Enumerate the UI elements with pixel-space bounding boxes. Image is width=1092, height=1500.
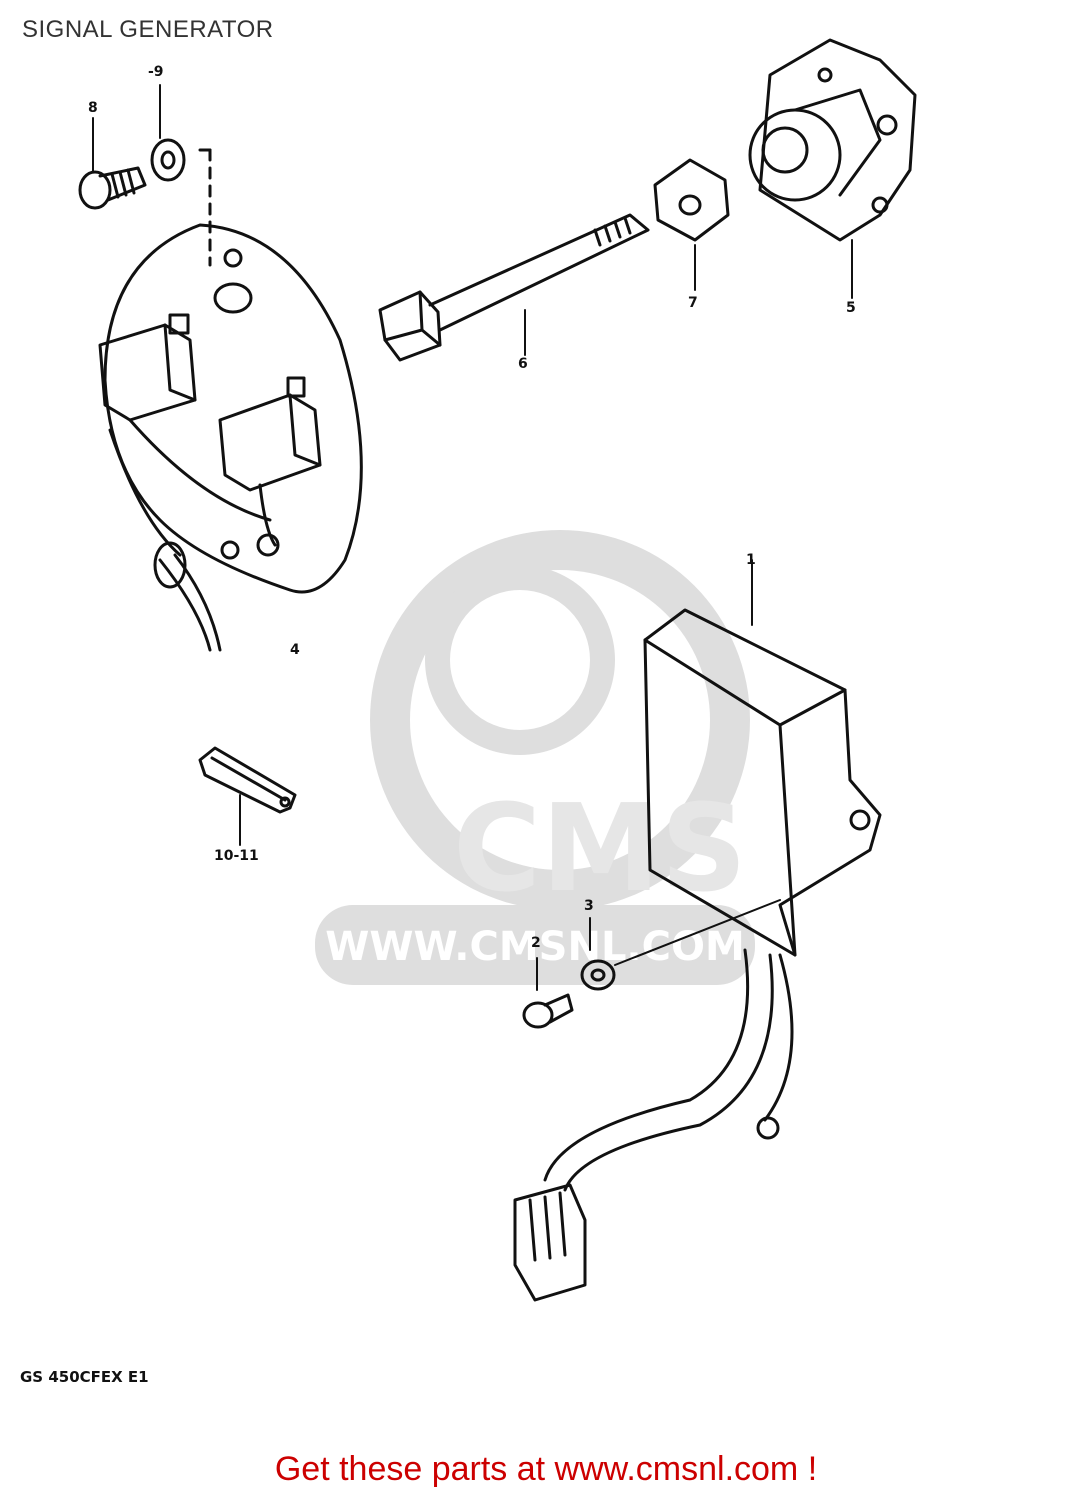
part-label-5: 5 xyxy=(846,300,856,316)
governor-assembly-5-drawing xyxy=(748,38,917,299)
part-label-7: 7 xyxy=(688,295,698,311)
clamp-10-11-drawing xyxy=(198,746,297,846)
nut-7-drawing xyxy=(653,158,730,291)
bolt-6-drawing xyxy=(378,213,650,362)
part-label-1: 1 xyxy=(746,552,756,568)
pickup-plate-drawing xyxy=(98,148,363,652)
part-label-3: 3 xyxy=(584,898,594,914)
part-label-2: 2 xyxy=(531,935,541,951)
screw-2-drawing xyxy=(522,957,574,1029)
signal-generator-unit-1-drawing xyxy=(513,559,882,1302)
watermark-brand-text: CMS xyxy=(453,780,747,919)
part-label-4: 4 xyxy=(290,642,300,658)
page-title: SIGNAL GENERATOR xyxy=(22,16,274,43)
part-label-8: 8 xyxy=(88,100,98,116)
watermark-url-text: WWW.CMSNL.COM xyxy=(325,924,745,970)
part-label-10-11: 10-11 xyxy=(214,848,259,864)
screw-8-drawing xyxy=(78,117,147,210)
model-code: GS 450CFEX E1 xyxy=(20,1368,149,1386)
part-label-9: -9 xyxy=(148,64,164,80)
washer-9-drawing xyxy=(150,84,186,182)
washer-3-drawing xyxy=(580,899,781,991)
part-label-6: 6 xyxy=(518,356,528,372)
cta-link[interactable]: Get these parts at www.cmsnl.com ! xyxy=(274,1450,818,1488)
cms-watermark: CMS WWW.CMSNL.COM xyxy=(315,530,755,985)
